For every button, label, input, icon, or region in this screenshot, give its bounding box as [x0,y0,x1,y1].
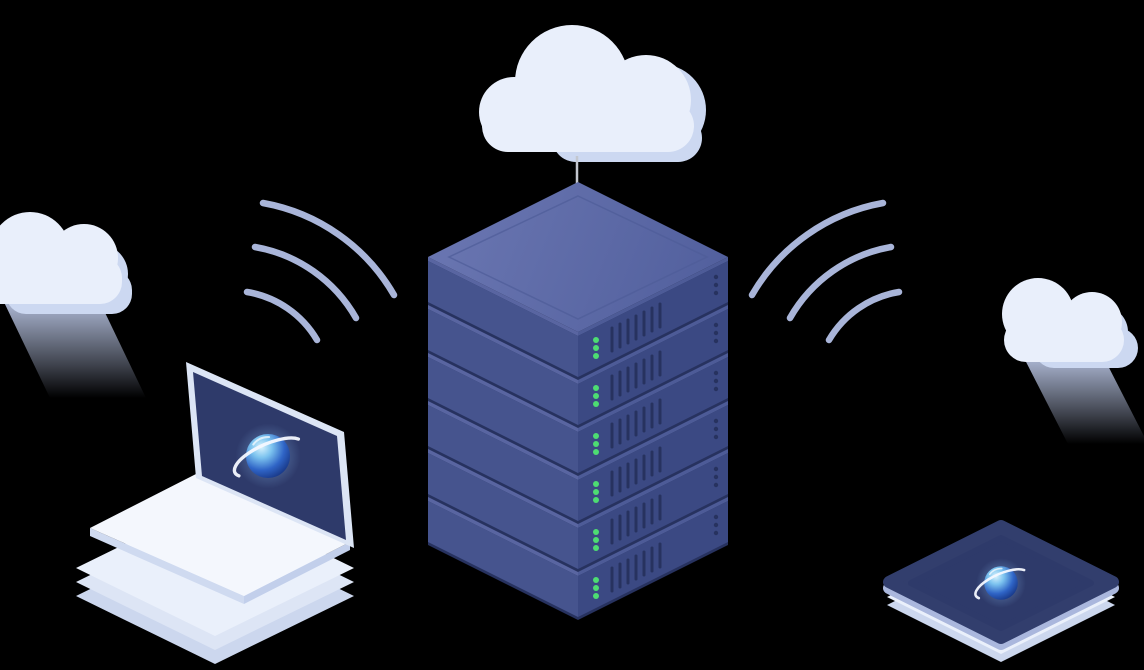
top-cloud-body [479,25,694,152]
server-tower [426,182,730,620]
server-top-inset-line [447,195,709,320]
signal-arcs-left [243,199,398,344]
cloud-base [0,256,122,304]
cloud-base [482,100,694,152]
laptop-base-edge-front [90,528,244,604]
signal-arc [825,288,903,344]
rain-trail-left [2,298,146,398]
laptop-group [76,362,354,664]
rain-trail-right [1022,354,1144,444]
signal-arc [786,243,895,322]
laptop-base-edge-right [244,542,350,604]
right-cloud [1002,278,1138,368]
server-top-face [428,182,728,332]
tablet-group [883,520,1119,662]
top-cloud [479,25,706,162]
cloud-base [1004,318,1124,362]
signal-arc [259,199,398,299]
signal-arc [251,243,360,322]
left-cloud [0,212,132,314]
signal-arc [243,288,321,344]
signal-arcs-right [748,199,903,344]
signal-arc [748,199,887,299]
right-cloud-body [1002,278,1124,362]
laptop-base [90,474,350,596]
left-cloud-body [0,212,122,304]
